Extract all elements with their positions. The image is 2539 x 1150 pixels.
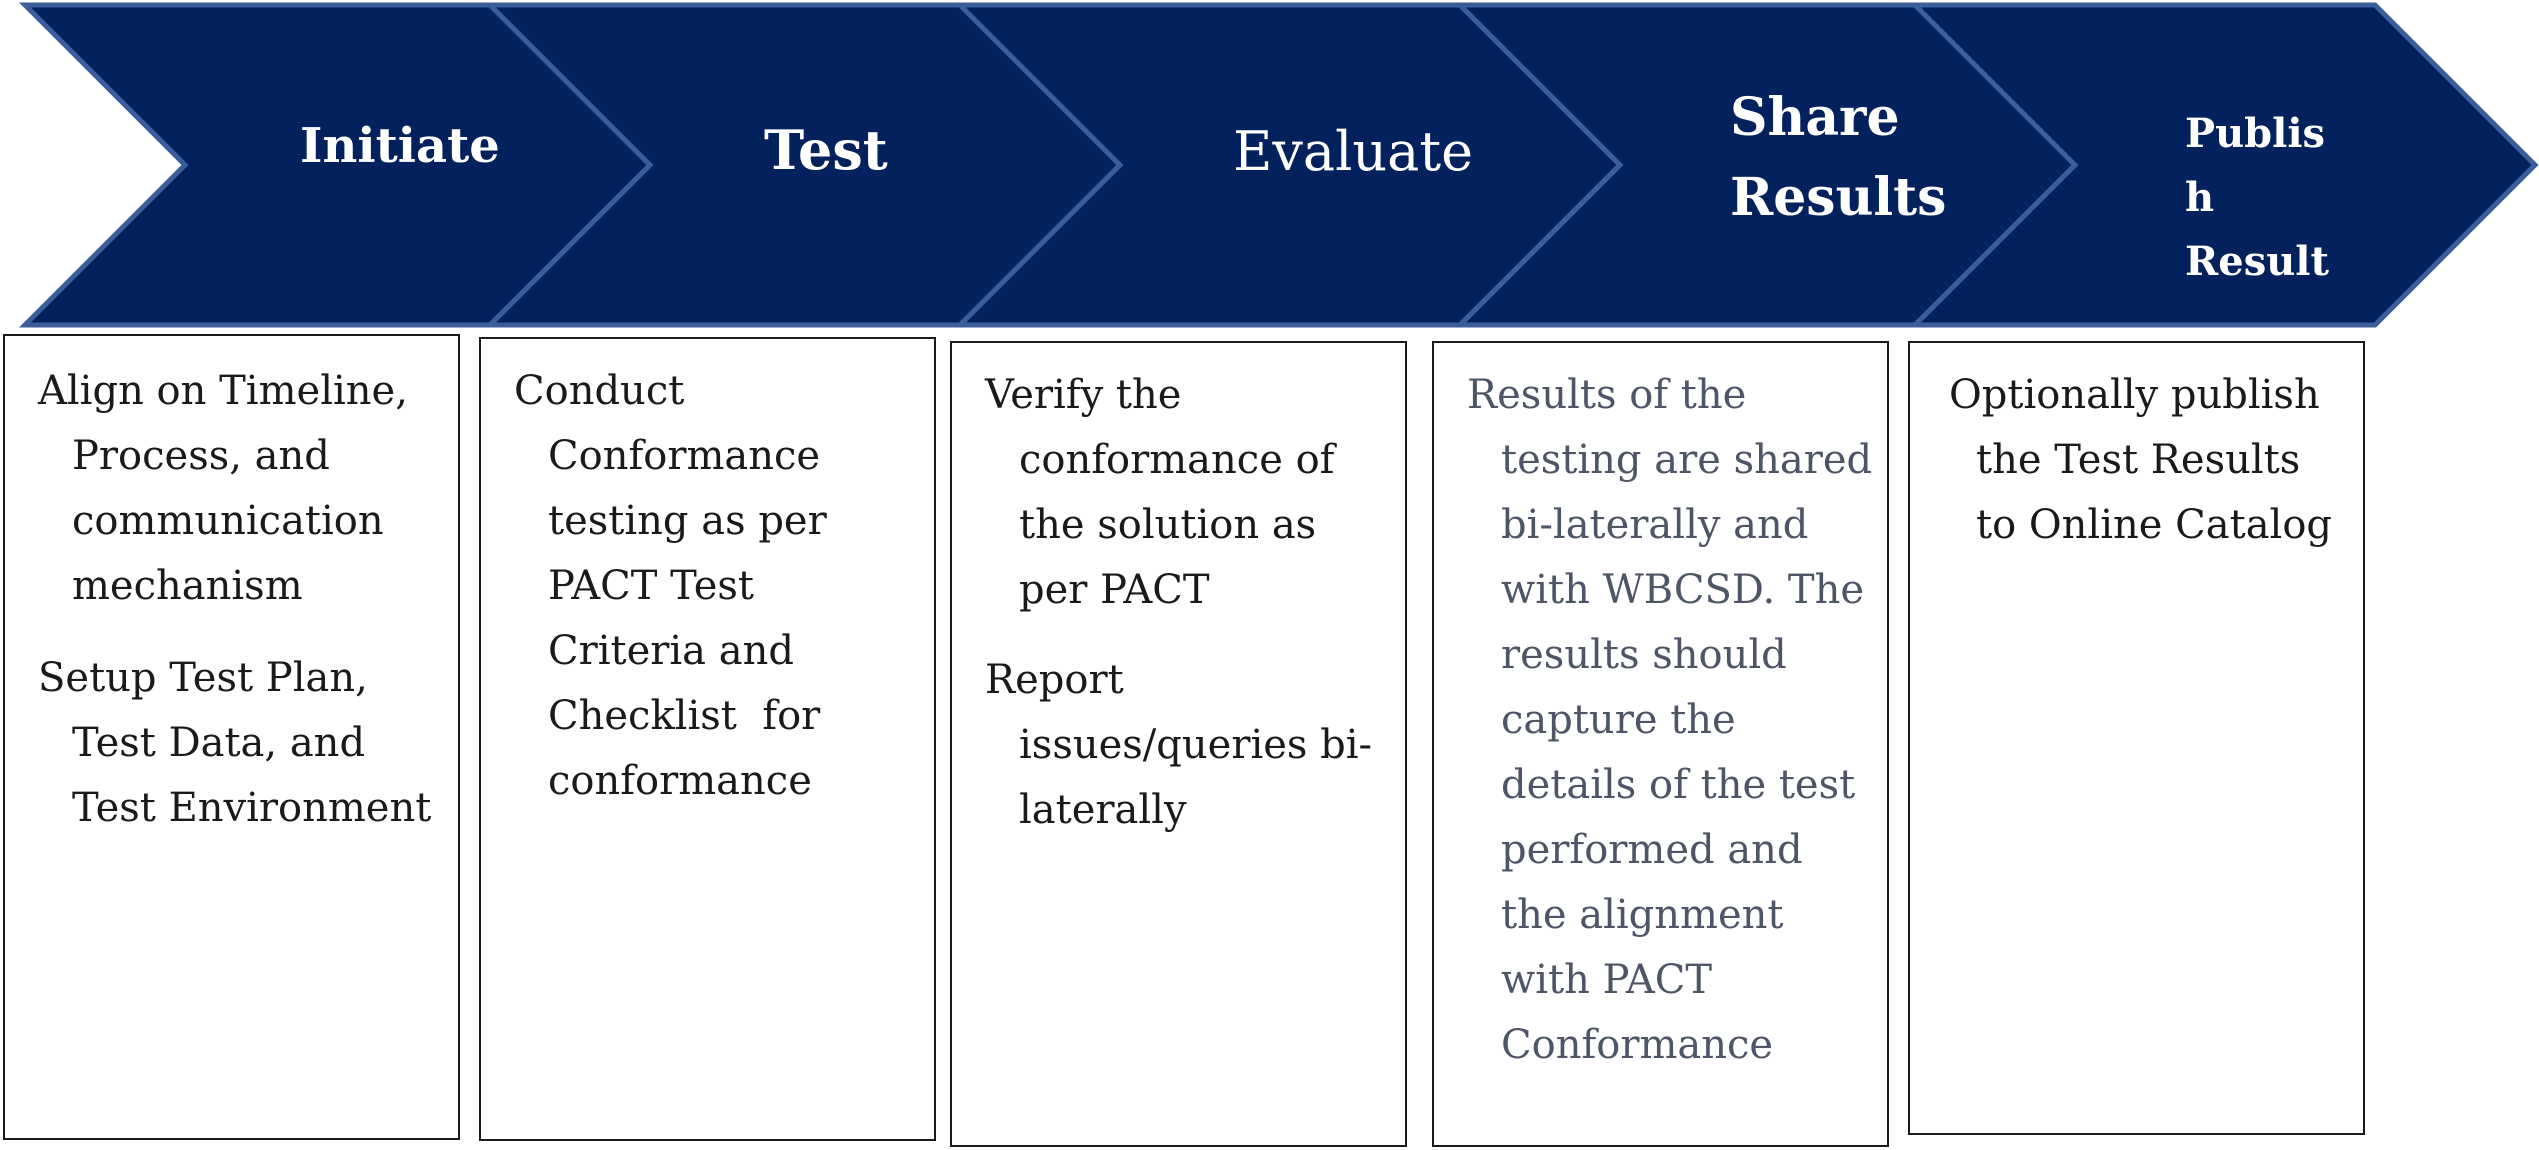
box-text-line: the alignment — [1501, 892, 1784, 938]
box-text-line: Checklist for — [548, 693, 821, 739]
box-text-line: Conformance — [1501, 1022, 1774, 1068]
box-text-line: communication — [72, 498, 384, 544]
process-chevron-bar — [18, 2, 2539, 328]
box-text-line: capture the — [1501, 697, 1736, 743]
box-text-line: performed and — [1501, 827, 1803, 873]
box-text-line: testing are shared — [1501, 437, 1873, 483]
box-text-line: Align on Timeline, — [38, 368, 408, 414]
stage-title-publish-result-line: Result — [2185, 238, 2329, 285]
box-text-line: Conformance — [548, 433, 821, 479]
stage-title-share-results-line: Share — [1730, 87, 1900, 148]
stage-box-evaluate: Verify the conformance of the solution a… — [950, 341, 1407, 1147]
box-text-line: Test Environment — [72, 785, 432, 831]
stage-box-publish-result: Optionally publish the Test Results to O… — [1908, 341, 2365, 1135]
stage-box-share-results: Results of the testing are shared bi-lat… — [1432, 341, 1889, 1147]
box-text-line: Verify the — [985, 372, 1182, 418]
stage-title-share-results: Share Results — [1730, 78, 1946, 238]
box-text-line: issues/queries bi- — [1019, 722, 1373, 768]
box-text-line: conformance of — [1019, 437, 1335, 483]
box-text-line: Setup Test Plan, — [38, 655, 368, 701]
box-text-line: laterally — [1019, 787, 1187, 833]
box-text-line: Test Data, and — [72, 720, 366, 766]
box-text-line: to Online Catalog — [1976, 502, 2333, 548]
box-text-line: Conduct — [514, 368, 685, 414]
box-text-line: PACT Test — [548, 563, 754, 609]
box-text-line: testing as per — [548, 498, 827, 544]
box-text-line: the solution as — [1019, 502, 1317, 548]
chevron-publish-result — [1908, 2, 2539, 328]
box-text-line: details of the test — [1501, 762, 1856, 808]
stage-title-publish-result-line: h — [2185, 174, 2215, 221]
stage-title-publish-result: Publis h Result — [2185, 102, 2329, 294]
stage-box-initiate: Align on Timeline, Process, and communic… — [3, 334, 460, 1140]
box-text-line: Criteria and — [548, 628, 794, 674]
box-text-line: with WBCSD. The — [1501, 567, 1865, 613]
box-text-line: with PACT — [1501, 957, 1712, 1003]
stage-title-test: Test — [764, 118, 888, 182]
box-text-line: conformance — [548, 758, 812, 804]
box-text-line: per PACT — [1019, 567, 1210, 613]
box-text-line: Process, and — [72, 433, 330, 479]
stage-title-publish-result-line: Publis — [2185, 110, 2326, 157]
box-text-line: results should — [1501, 632, 1787, 678]
stage-title-initiate: Initiate — [300, 118, 500, 174]
box-text-line: Optionally publish — [1949, 372, 2320, 418]
box-text-line: bi-laterally and — [1501, 502, 1809, 548]
stage-title-evaluate: Evaluate — [1233, 120, 1474, 183]
box-text-line: the Test Results — [1976, 437, 2301, 483]
box-text-line: Report — [985, 657, 1124, 703]
box-text-line: Results of the — [1467, 372, 1747, 418]
stage-title-share-results-line: Results — [1730, 167, 1947, 228]
stage-box-test: Conduct Conformance testing as per PACT … — [479, 337, 936, 1141]
box-text-line: mechanism — [72, 563, 303, 609]
